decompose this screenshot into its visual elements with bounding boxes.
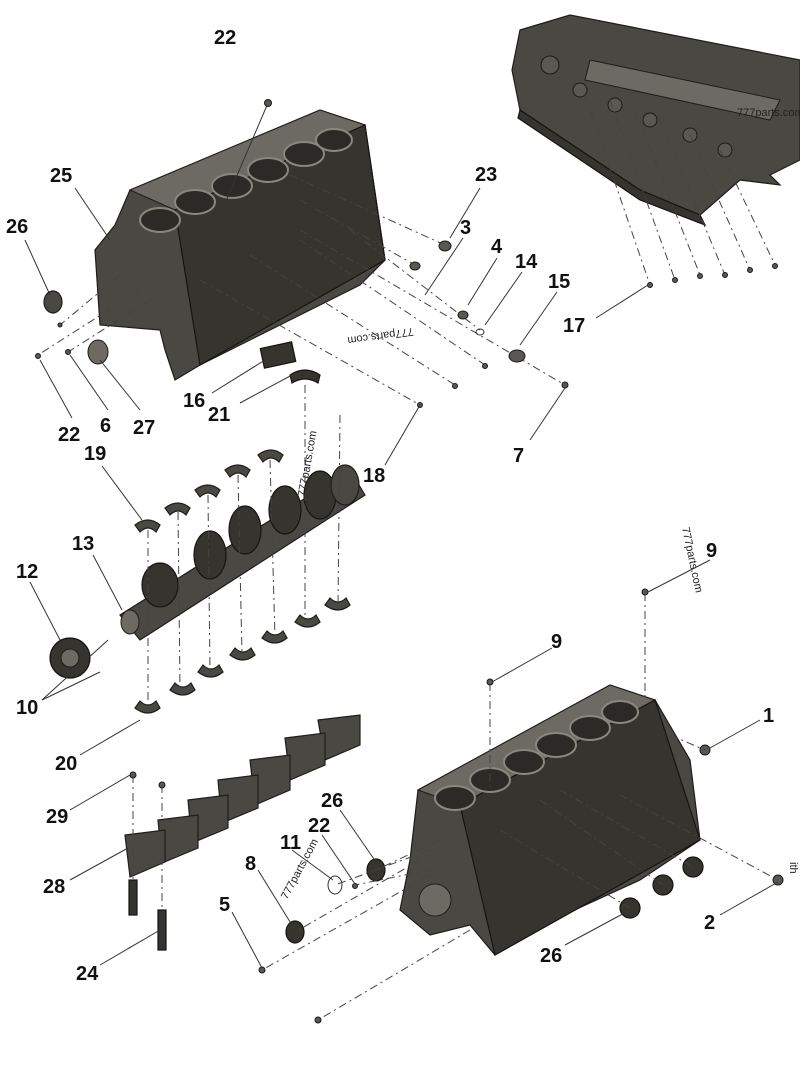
callout-label: 26 [540,945,562,967]
block-lower-leaders [258,588,779,1024]
callout-label: 9 [551,631,562,653]
callout-label: 29 [46,806,68,828]
callout-label: 19 [84,443,106,465]
callout-label: 6 [100,415,111,437]
callout-label: 14 [515,251,538,273]
callout-label: 13 [72,533,94,555]
callout-labels: 22 25 26 23 3 4 14 15 17 7 16 21 18 22 6… [6,27,774,985]
callout-label: 23 [475,164,497,186]
callout-label: 4 [491,236,503,258]
callout-label: 26 [6,216,28,238]
block-upper-leaders [35,99,569,408]
callout-label: 5 [219,894,230,916]
callout-label: 22 [308,815,330,837]
watermark: 777parts.com [679,526,705,594]
callout-leader-lines [24,187,779,969]
callout-label: 20 [55,753,77,775]
callout-label: 25 [50,165,72,187]
callout-label: 15 [548,271,570,293]
callout-label: 22 [214,27,236,49]
callout-label: 28 [43,876,65,898]
callout-label: 16 [183,390,205,412]
callout-label: 21 [208,404,230,426]
callout-label: 26 [321,790,343,812]
callout-label: 9 [706,540,717,562]
callout-label: 11 [280,832,301,854]
callout-label: 1 [763,705,774,727]
head-bolt-leaders [584,94,778,288]
callout-label: 12 [16,561,38,583]
callout-label: 24 [76,963,99,985]
callout-label: 10 [16,697,38,719]
watermark: 777parts.com [347,325,415,346]
watermark: 777parts.com [737,107,800,119]
main-bearing-shells [134,385,351,714]
cylinder-head-part [511,14,800,227]
callout-label: 18 [363,465,385,487]
callout-label: 8 [245,853,256,875]
bearing-caps-part [124,714,361,951]
callout-label: 7 [513,445,524,467]
callout-label: 27 [133,417,155,439]
callout-label: 22 [58,424,80,446]
crankshaft-part [49,464,366,679]
callout-label: 2 [704,912,715,934]
callout-label: 3 [460,217,471,239]
callout-label: 17 [563,315,585,337]
watermark: ith [787,862,799,874]
cylinder-block-upper [94,109,386,381]
